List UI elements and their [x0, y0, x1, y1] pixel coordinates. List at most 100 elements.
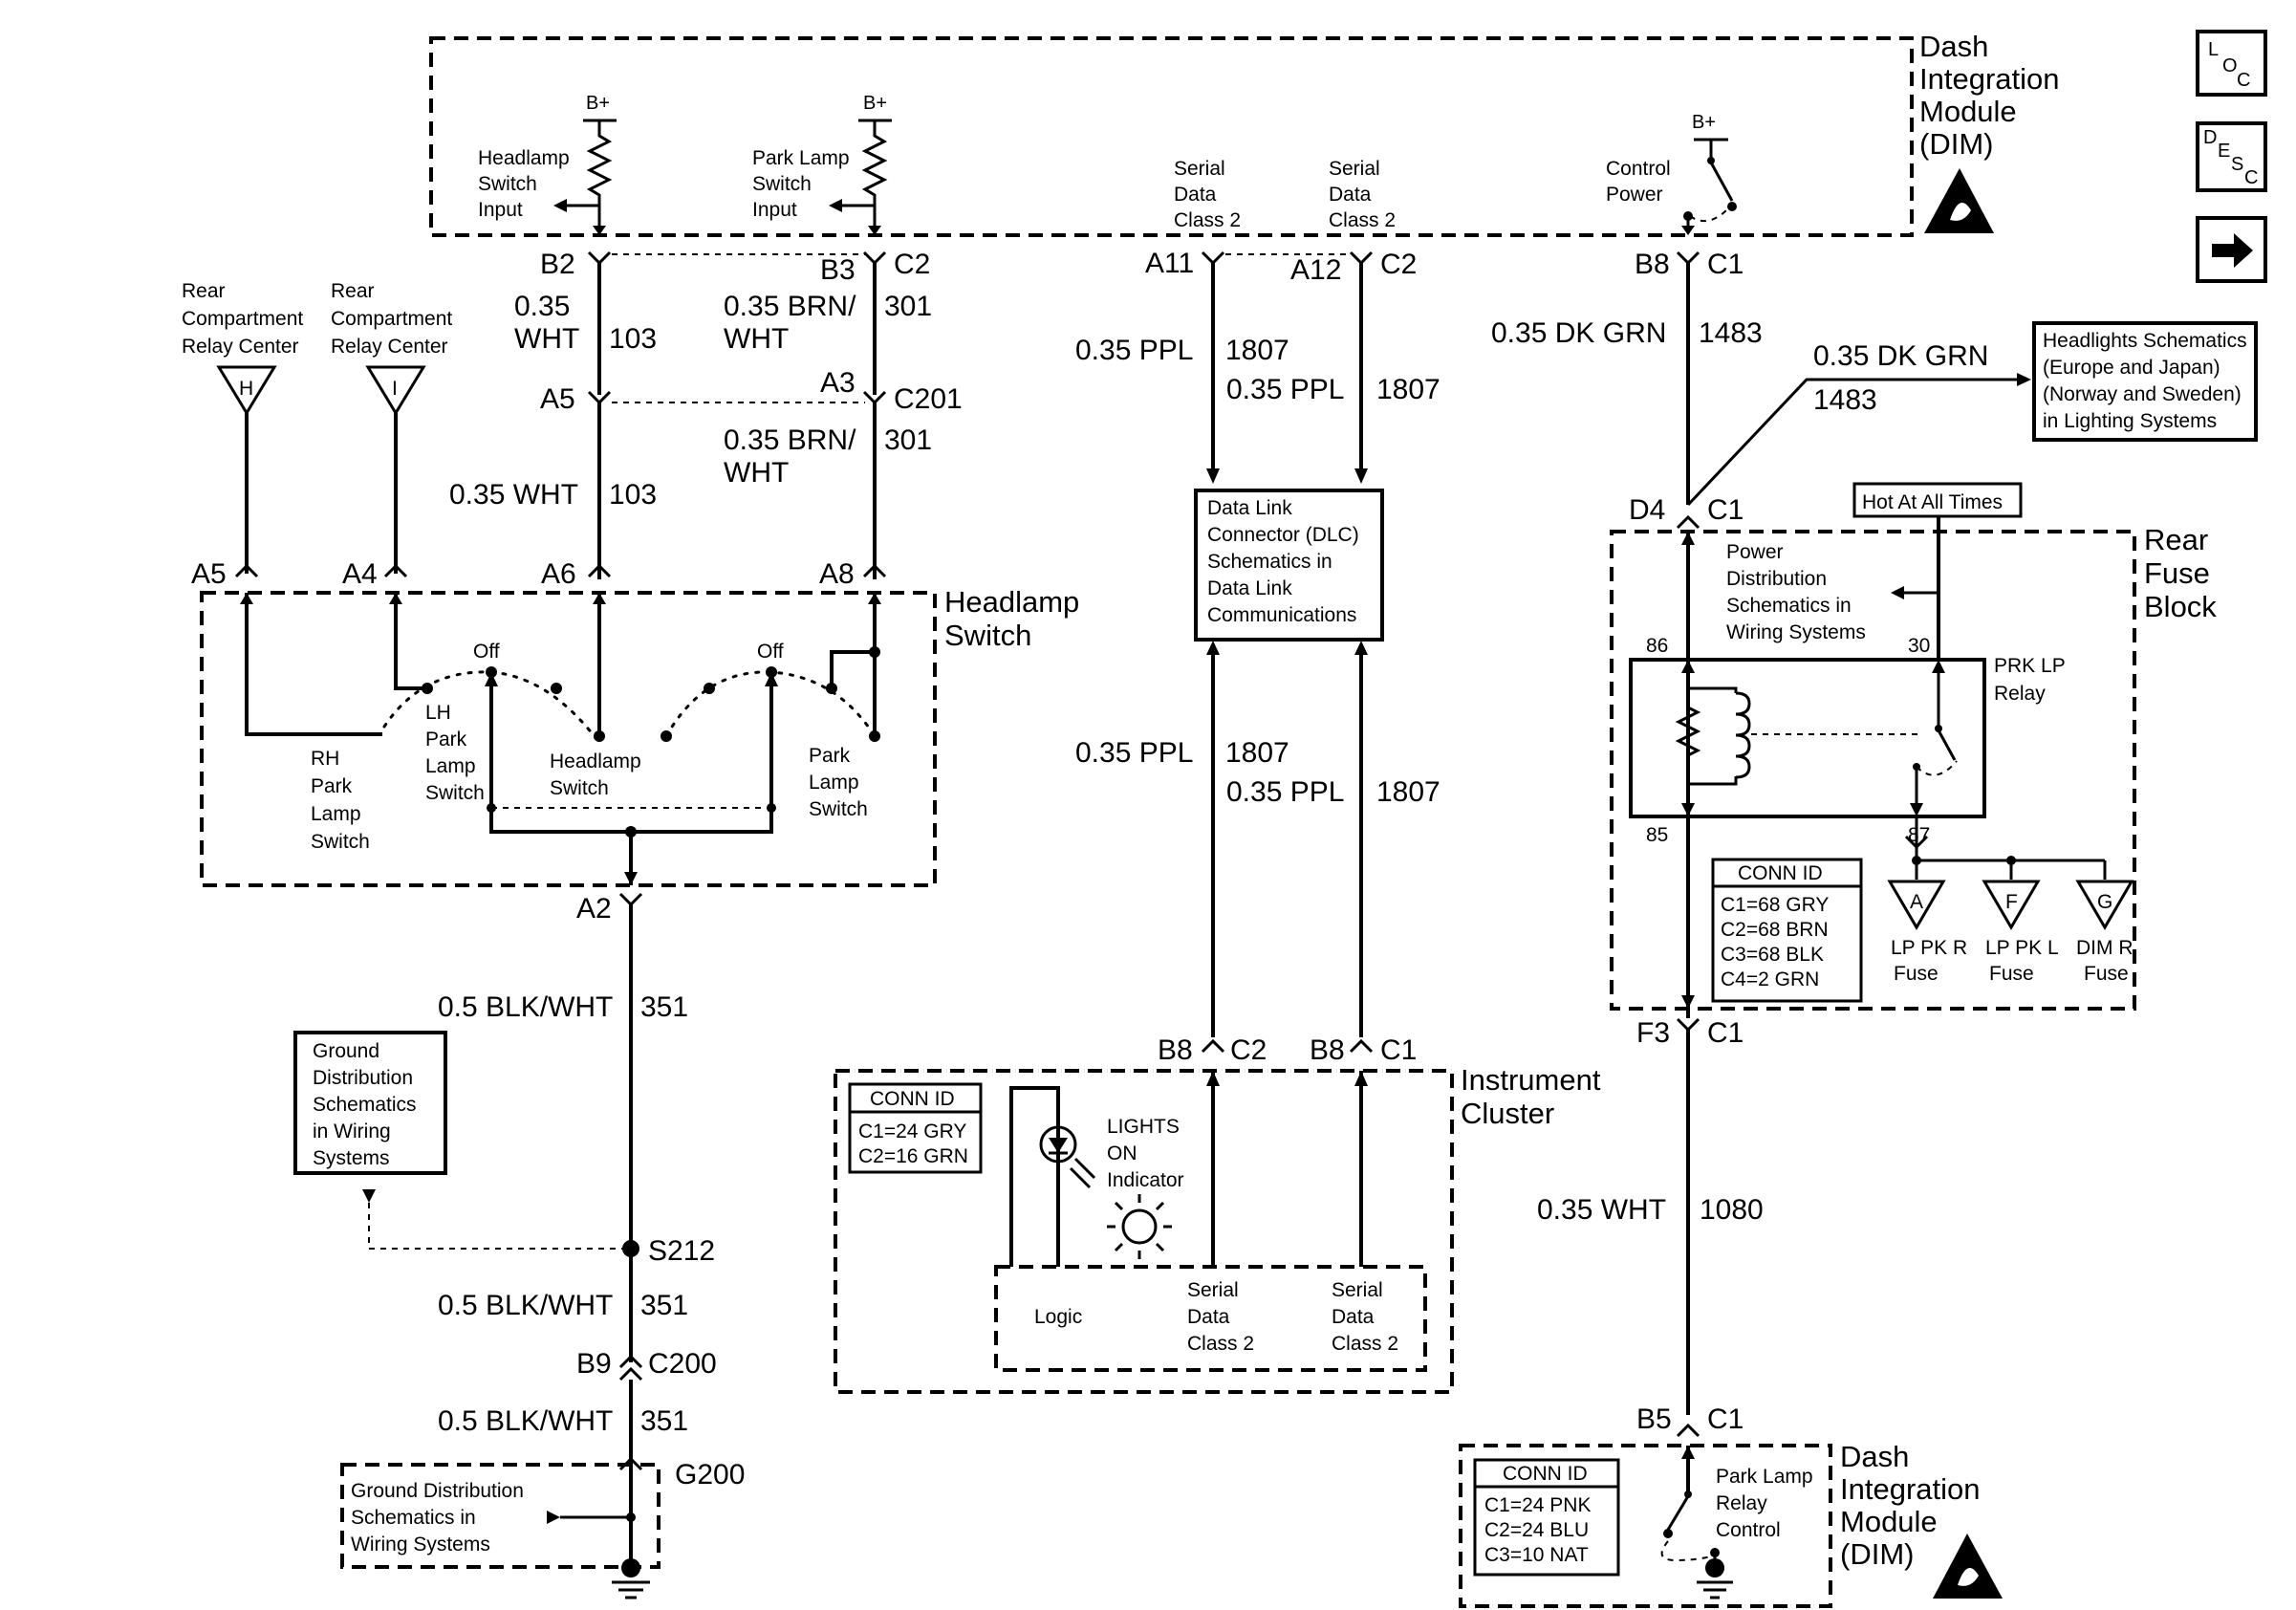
serial-data-column: A11 A12 C2 0.35 PPL 1807 0.35 PPL 1807 D…: [1075, 248, 1440, 1066]
wire-brn-2: 0.35 BRN/: [724, 424, 856, 456]
ic-serial-b-3: Class 2: [1332, 1333, 1398, 1355]
wire-1483-1: 1483: [1699, 317, 1763, 349]
ic-conn-id-box: [848, 1082, 983, 1174]
power-dist-4: Wiring Systems: [1726, 621, 1866, 643]
loc-icon[interactable]: [2196, 30, 2267, 97]
conn-c2-mid: C2: [1380, 249, 1417, 280]
conn-b3: B3: [820, 254, 856, 286]
dim-bottom-boundary: [1459, 1444, 1832, 1608]
dim-top-module: Dash Integration Module (DIM) B+ Headlam…: [429, 30, 2060, 237]
lights-3: Indicator: [1107, 1169, 1184, 1191]
ic-conn-id-title: CONN ID: [870, 1088, 955, 1110]
svg-text:S: S: [2231, 154, 2243, 175]
control-1: Park Lamp: [1716, 1466, 1813, 1488]
fuse-g-2: Fuse: [2084, 963, 2129, 985]
rfb-title-1: Rear: [2144, 523, 2208, 556]
desc-icon[interactable]: [2196, 121, 2267, 192]
lights-1: LIGHTS: [1107, 1116, 1180, 1138]
conn-b8-ic: B8: [1158, 1034, 1193, 1066]
park-sw-2: Lamp: [809, 772, 859, 794]
ic-conn-row-2: C2=16 GRN: [858, 1145, 968, 1167]
wire-ppl-3: 0.35 PPL: [1075, 737, 1193, 769]
dim-top-title-2: Integration: [1919, 62, 2060, 96]
conn-a6: A6: [541, 558, 576, 590]
connector-h-letter: H: [239, 378, 253, 400]
ic-serial-b-2: Data: [1332, 1306, 1375, 1328]
splice-s212: [622, 1240, 639, 1257]
fuse-a-1: LP PK R: [1891, 937, 1967, 959]
rear-comp-3a: Relay Center: [182, 336, 299, 358]
rh-park-3: Lamp: [311, 803, 361, 825]
fuse-f-letter: F: [2005, 891, 2018, 913]
conn-a11: A11: [1145, 248, 1194, 279]
conn-c1-top: C1: [1707, 249, 1744, 280]
parklamp-input-2: Switch: [752, 173, 812, 195]
esd-warning-icon: [1924, 168, 1994, 233]
dim-conn-row-2: C2=24 BLU: [1484, 1519, 1589, 1541]
power-dist-3: Schematics in: [1726, 595, 1852, 617]
side-icons: L O C D E S C: [2196, 30, 2267, 283]
rear-fuse-block-boundary: [1610, 530, 2136, 1011]
right-arrow-icon[interactable]: [2196, 216, 2267, 283]
headlights-ref-4: in Lighting Systems: [2043, 410, 2217, 432]
serial-data-b-3: Class 2: [1329, 209, 1396, 231]
dlc-box[interactable]: [1194, 489, 1384, 642]
headlamp-column: B2 B3 C2 0.35 WHT 103 0.35 BRN/ WHT 301 …: [449, 249, 963, 579]
ground-symbol-icon: [1697, 1580, 1733, 1599]
wire-351-3: 351: [640, 1405, 688, 1437]
rh-park-4: Switch: [311, 831, 370, 853]
headlights-ref-1: Headlights Schematics: [2043, 330, 2247, 352]
park-sw-3: Switch: [809, 798, 868, 820]
wire-1807-1: 1807: [1225, 335, 1289, 366]
lh-park-4: Switch: [425, 782, 485, 804]
wire-1807-2: 1807: [1376, 374, 1440, 405]
conn-c1-d4: C1: [1707, 494, 1744, 526]
g200-boundary: [340, 1463, 661, 1569]
prk-lp-relay-box: [1629, 658, 1986, 818]
wire-1080: 1080: [1700, 1194, 1764, 1226]
rfb-conn-id-title: CONN ID: [1738, 862, 1823, 884]
ic-conn-row-1: C1=24 GRY: [858, 1120, 966, 1142]
conn-a12: A12: [1290, 254, 1341, 286]
b-plus-label: B+: [863, 93, 887, 114]
conn-b2: B2: [540, 249, 575, 280]
rear-comp-1a: Rear: [182, 280, 226, 302]
headlights-ref-box[interactable]: [2032, 321, 2258, 442]
serial-data-b-1: Serial: [1329, 158, 1380, 180]
wire-301-2: 301: [884, 424, 932, 456]
wire-035: 0.35: [514, 291, 570, 322]
off-label-2: Off: [757, 641, 784, 663]
wire-wht-103: 0.35 WHT: [449, 479, 578, 511]
ground-box-2: Distribution: [313, 1067, 413, 1089]
wire-brn: 0.35 BRN/: [724, 291, 856, 322]
conn-b8-ic2: B8: [1310, 1034, 1345, 1066]
power-dist-1: Power: [1726, 541, 1784, 563]
rear-comp-3b: Relay Center: [331, 336, 448, 358]
wire-1807-3: 1807: [1225, 737, 1289, 769]
wire-blkwht-3: 0.5 BLK/WHT: [438, 1405, 613, 1437]
conn-b8-top: B8: [1635, 249, 1670, 280]
b-plus-label: B+: [1692, 112, 1716, 133]
ground-path: A2 0.5 BLK/WHT 351 Ground Distribution S…: [293, 892, 745, 1599]
ic-logic-box: [994, 1265, 1427, 1372]
led-icon: [1039, 1125, 1077, 1164]
ic-title-1: Instrument: [1461, 1063, 1601, 1097]
headlights-ref-2: (Europe and Japan): [2043, 357, 2220, 379]
dim-top-boundary: [429, 36, 1914, 237]
conn-c201: C201: [894, 383, 963, 415]
relay-center-refs: Rear Compartment Relay Center H Rear Com…: [182, 280, 452, 574]
rfb-title-2: Fuse: [2144, 556, 2210, 590]
wire-dkgrn-2: 0.35 DK GRN: [1813, 340, 1988, 372]
wire-blkwht-2: 0.5 BLK/WHT: [438, 1290, 613, 1321]
dim-bottom-title-3: Module: [1840, 1505, 1938, 1538]
ground-dist-box[interactable]: [293, 1031, 447, 1175]
wire-wht-3: WHT: [724, 457, 789, 489]
wire-1807-4: 1807: [1376, 776, 1440, 808]
ic-serial-a-1: Serial: [1187, 1279, 1239, 1301]
esd-warning-icon: [1933, 1534, 2003, 1599]
dim-top-title-3: Module: [1919, 95, 2017, 128]
conn-b5: B5: [1636, 1403, 1672, 1435]
lh-park-3: Lamp: [425, 755, 476, 777]
off-label-1: Off: [473, 641, 500, 663]
dlc-5: Communications: [1207, 604, 1356, 626]
